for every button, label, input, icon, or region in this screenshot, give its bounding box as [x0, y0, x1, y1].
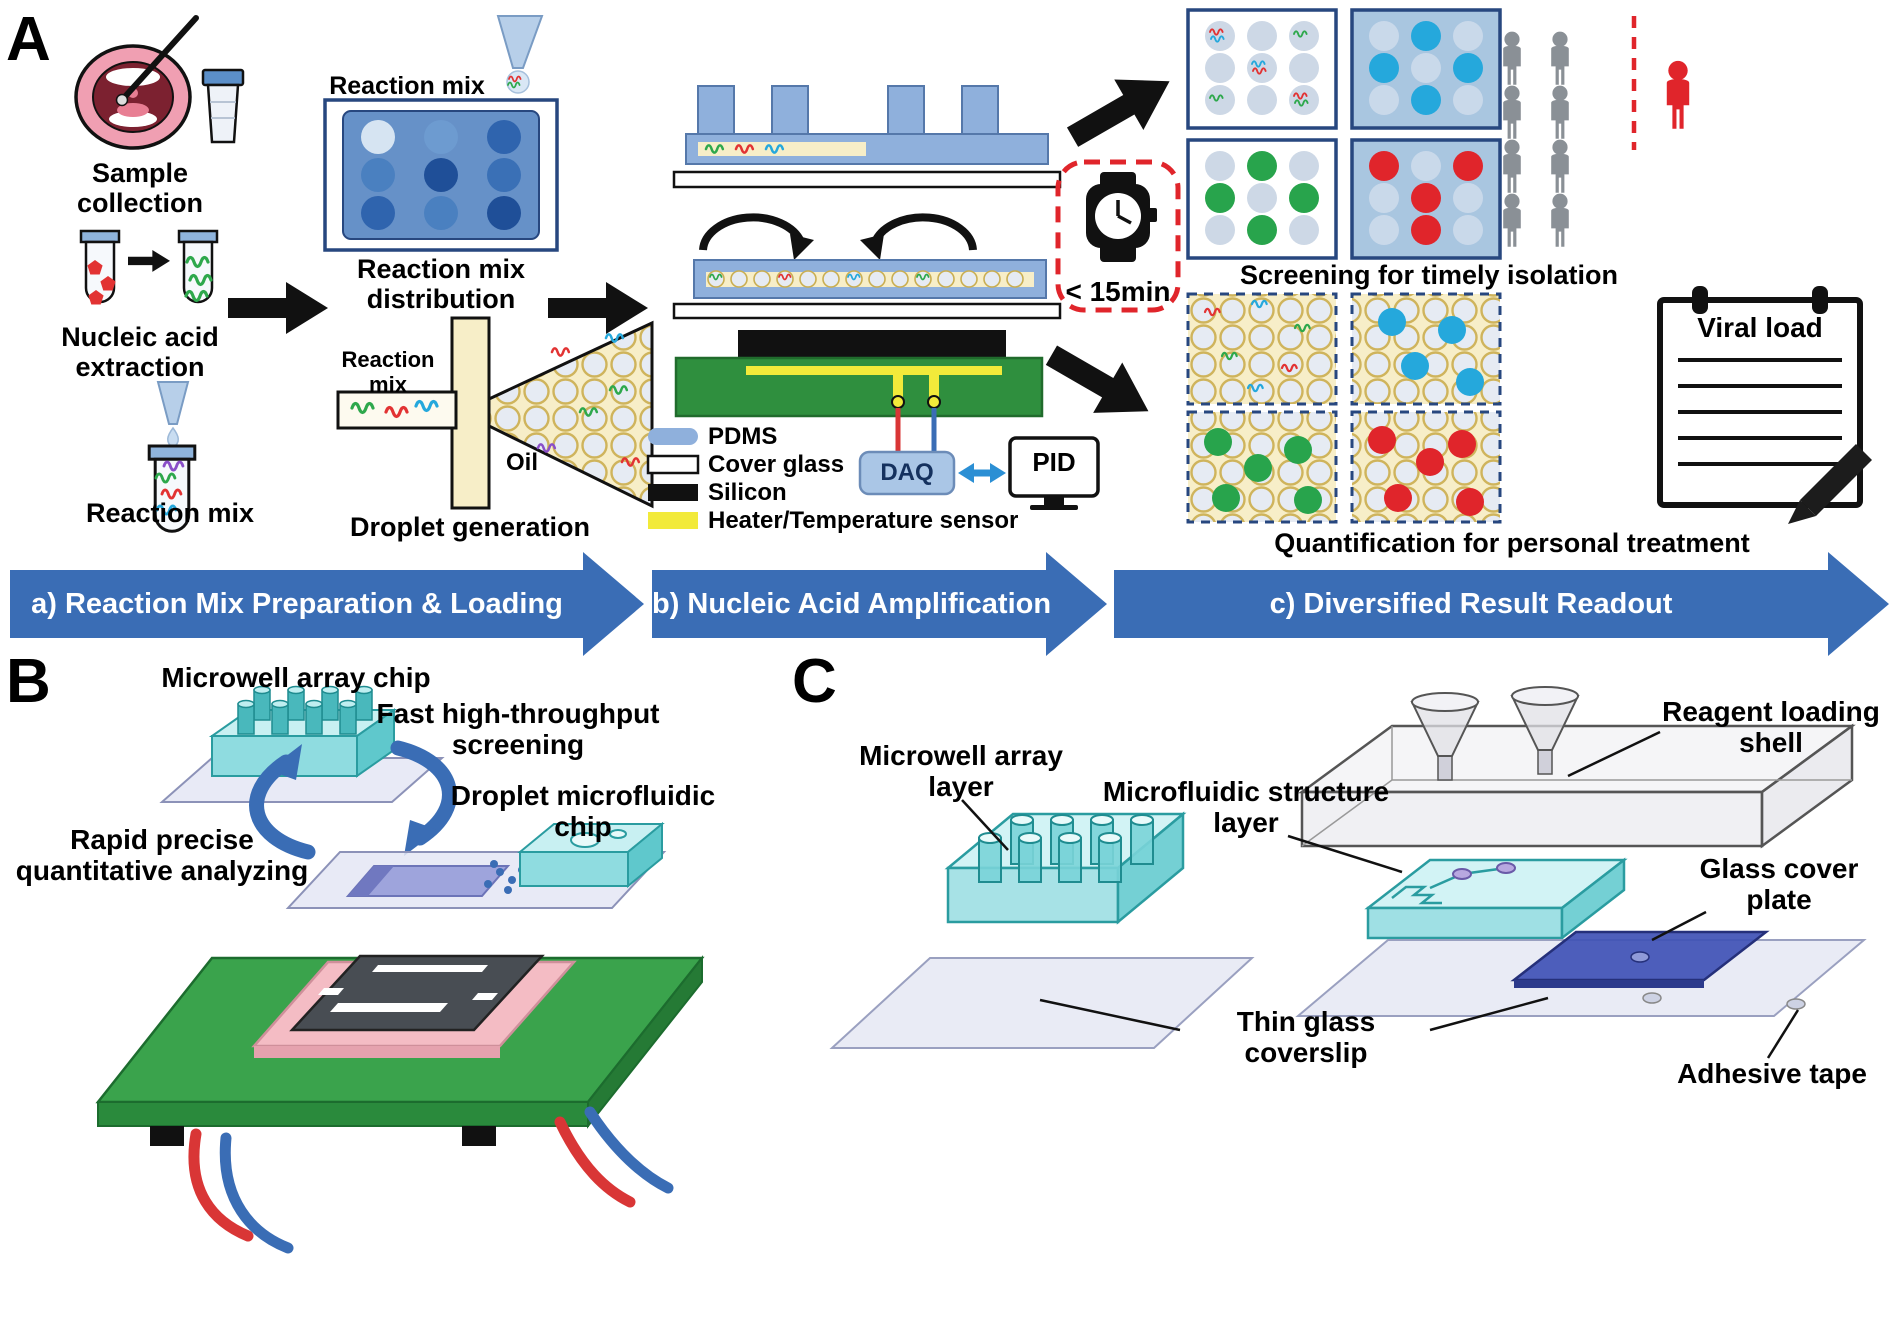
b-droplet-chip-label: Droplet microfluidic chip — [450, 780, 716, 843]
step-b-label: b) Nucleic Acid Amplification — [652, 588, 1052, 620]
b-microwell-chip-label: Microwell array chip — [161, 662, 431, 693]
panel-c-letter: C — [792, 647, 837, 716]
c-microwell-layer-label: Microwell array layer — [859, 740, 1063, 803]
step-arrow-a — [10, 552, 644, 656]
legend-swatches — [646, 428, 700, 529]
reaction-mix-channel-label: Reaction mix — [341, 347, 435, 397]
silicon-layer — [738, 330, 1006, 360]
c-microfluidic-layer-label: Microfluidic structure layer — [1102, 776, 1390, 839]
sample-collection-label: Sample collection — [76, 158, 204, 219]
c-reagent-shell-label: Reagent loading shell — [1662, 696, 1880, 759]
infected-person-icon — [1666, 60, 1690, 129]
amplification-chip-open — [672, 85, 1062, 189]
step-arrow-b — [652, 552, 1107, 656]
rotation-arrows-icon — [699, 213, 977, 260]
viral-load-notepad — [1657, 286, 1872, 524]
step-a-label: a) Reaction Mix Preparation & Loading — [31, 588, 563, 620]
b-microwell-chip — [159, 685, 445, 803]
b-fast-screening-label: Fast high-throughput screening — [376, 698, 660, 761]
step-arrow-c — [1114, 552, 1889, 656]
c-adhesive-tape-label: Adhesive tape — [1677, 1058, 1867, 1089]
quantification-results — [1186, 292, 1502, 524]
pencil-icon — [1800, 444, 1872, 516]
oil-label: Oil — [505, 449, 538, 476]
b-blue-tube — [219, 1132, 294, 1254]
c-microwell-cylinders — [978, 814, 1154, 883]
c-adhesive-tape-spot — [1642, 992, 1662, 1004]
b-rapid-analyzing-label: Rapid precise quantitative analyzing — [15, 824, 309, 887]
legend-cover-glass-swatch — [646, 454, 700, 475]
legend-silicon-label: Silicon — [708, 479, 787, 506]
b-microwell-cylinders — [237, 685, 373, 735]
time-limit-label: < 15min — [1065, 276, 1171, 307]
nucleic-acid-extraction-label: Nucleic acid extraction — [61, 322, 219, 383]
nucleic-acid-extraction-icon — [79, 229, 219, 305]
step-c-label: c) Diversified Result Readout — [1269, 588, 1673, 620]
quantification-caption: Quantification for personal treatment — [1274, 528, 1750, 558]
legend-pdms-label: PDMS — [708, 423, 778, 450]
to-screening-arrow-icon — [1058, 56, 1185, 163]
b-red-tube — [188, 1128, 254, 1242]
legend-pdms-swatch — [648, 428, 698, 445]
reaction-mix-tube-icon — [147, 381, 197, 533]
c-label-lines — [961, 730, 1800, 1059]
reaction-mix-pipette-label: Reaction mix — [329, 72, 485, 100]
c-reagent-shell — [1298, 686, 1856, 849]
amplification-chip-closed — [672, 259, 1062, 320]
reaction-mix-distribution-label: Reaction mix distribution — [356, 254, 526, 315]
panel-b-letter: B — [6, 647, 51, 716]
daq-box — [858, 450, 956, 496]
legend-heater-label: Heater/Temperature sensor — [708, 507, 1019, 534]
c-glass-cover-label: Glass cover plate — [1699, 853, 1859, 916]
reaction-mix-pipette-icon — [496, 15, 544, 94]
screening-results — [1186, 8, 1502, 260]
b-cycle-arrows-icon — [249, 740, 457, 860]
c-base-plates — [829, 930, 1867, 1049]
heater-assembly — [674, 330, 1044, 452]
cover-glass-open — [672, 170, 1062, 189]
legend-silicon-swatch — [648, 484, 698, 501]
legend-cover-glass-label: Cover glass — [708, 451, 845, 478]
timer-icon — [1055, 159, 1181, 313]
patients-icon — [1503, 16, 1690, 247]
b-pcb-heater — [95, 954, 705, 1254]
b-droplet-chip — [285, 821, 667, 909]
c-microwell-layer — [944, 811, 1187, 925]
c-thin-glass-label: Thin glass coverslip — [1236, 1006, 1376, 1069]
c-adhesive-tape-spot — [1786, 998, 1806, 1010]
c-microfluidic-layer — [1364, 857, 1628, 941]
daq-pid-link-icon — [958, 463, 1006, 483]
reaction-mix-tube-label: Reaction mix — [85, 498, 255, 528]
specimen-cup-icon — [201, 68, 245, 144]
pid-label: PID — [1032, 447, 1076, 477]
cover-glass-closed — [672, 302, 1062, 320]
panel-a-letter: A — [6, 5, 51, 74]
swab-icon — [119, 15, 199, 103]
c-funnel-icon — [1410, 686, 1580, 781]
legend-heater-swatch — [648, 512, 698, 529]
to-quantification-arrow-icon — [1036, 330, 1163, 437]
c-left-coverslip — [829, 957, 1255, 1049]
pid-monitor — [1008, 436, 1100, 510]
sample-collection-icon — [74, 15, 245, 150]
reaction-mix-distribution-chip — [323, 98, 559, 252]
viral-load-label: Viral load — [1697, 312, 1823, 343]
droplet-generation-label: Droplet generation — [349, 512, 591, 542]
daq-label: DAQ — [880, 459, 934, 486]
screening-caption: Screening for timely isolation — [1239, 260, 1619, 290]
